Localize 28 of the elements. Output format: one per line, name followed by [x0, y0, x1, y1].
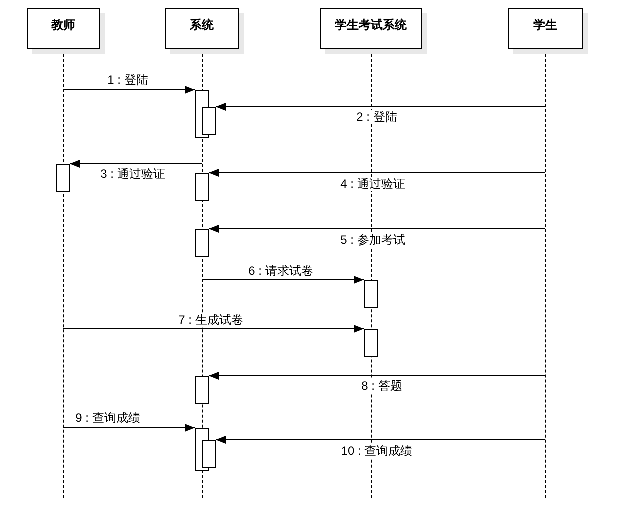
message-arrow — [216, 436, 546, 444]
edge-label: 2 : 登陆 — [356, 110, 398, 124]
edge-label: 1 : 登陆 — [106, 73, 150, 87]
edge-label: 7 : 生成试卷 — [178, 313, 244, 327]
message-arrow — [63, 325, 364, 333]
activation-bar — [364, 329, 378, 357]
activation-bar — [202, 107, 216, 135]
activation-bar — [56, 164, 70, 192]
activation-bar — [195, 173, 209, 201]
activation-bar — [195, 376, 209, 404]
activation-bar — [364, 280, 378, 308]
message-arrow — [208, 225, 546, 233]
edge-label: 4 : 通过验证 — [340, 177, 406, 191]
edge-label: 9 : 查询成绩 — [74, 411, 142, 425]
edge-label: 5 : 参加考试 — [340, 233, 406, 247]
message-arrow — [63, 424, 196, 432]
edge-label: 10 : 查询成绩 — [340, 444, 414, 458]
edge-label: 6 : 请求试卷 — [248, 264, 314, 278]
edge-label: 8 : 答题 — [360, 379, 404, 393]
message-arrow — [208, 169, 546, 177]
message-arrow — [202, 276, 364, 284]
message-arrow — [216, 103, 546, 111]
message-arrow — [70, 160, 203, 168]
edge-label: 3 : 通过验证 — [100, 167, 166, 181]
message-arrow — [208, 372, 546, 380]
message-arrow — [63, 86, 196, 94]
activation-bar — [202, 440, 216, 468]
activation-bar — [195, 229, 209, 257]
